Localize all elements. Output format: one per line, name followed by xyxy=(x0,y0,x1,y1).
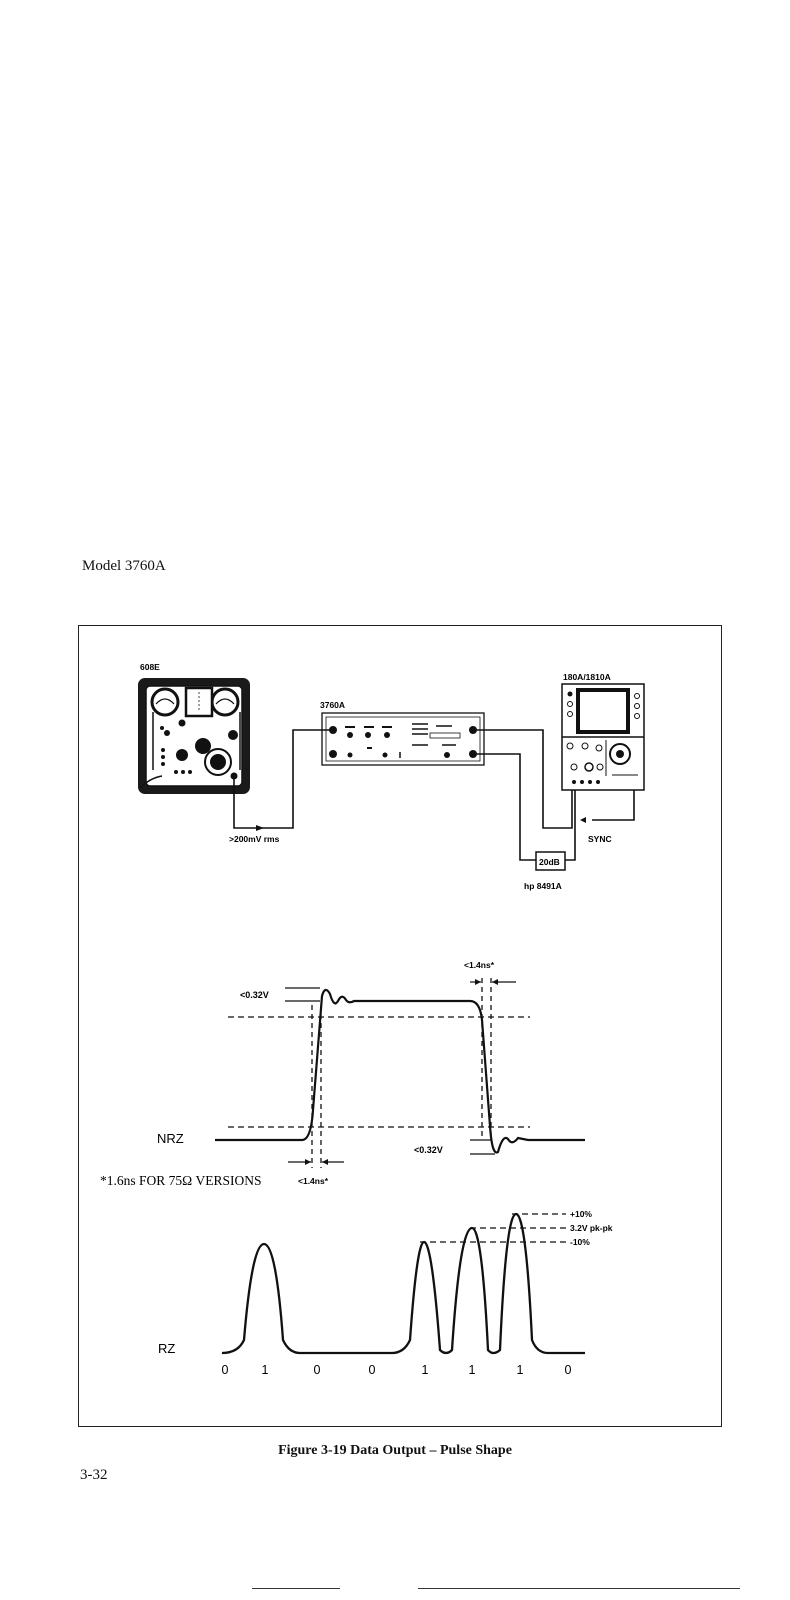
footer-rule xyxy=(252,1588,340,1589)
rz-bit: 1 xyxy=(469,1363,476,1377)
figure-caption: Figure 3-19 Data Output – Pulse Shape xyxy=(278,1443,512,1458)
rz-amplitude-lines xyxy=(420,1213,566,1243)
rz-amplitude-label: 3.2V pk-pk xyxy=(570,1223,613,1233)
nrz-overshoot-top-label: <0.32V xyxy=(240,990,269,1000)
figure-frame xyxy=(78,625,722,1427)
instrument-oscilloscope xyxy=(561,683,645,791)
nrz-reference-lines xyxy=(228,1016,530,1128)
arrow-head xyxy=(492,979,498,985)
label-3760a: 3760A xyxy=(320,700,345,710)
footer-rule xyxy=(418,1588,740,1589)
rz-plus-tolerance-label: +10% xyxy=(570,1209,592,1219)
rz-bit: 0 xyxy=(369,1363,376,1377)
rz-bit-sequence: 0 1 0 0 1 1 1 0 xyxy=(222,1363,572,1377)
arrow-head xyxy=(580,817,586,823)
signal-level-label: >200mV rms xyxy=(229,834,280,844)
nrz-waveform xyxy=(215,988,585,1154)
rz-bit: 0 xyxy=(314,1363,321,1377)
instrument-3760a xyxy=(321,712,485,766)
header-model-label: Model 3760A xyxy=(82,558,166,574)
rz-label: RZ xyxy=(158,1341,175,1356)
rz-bit: 1 xyxy=(262,1363,269,1377)
cabling xyxy=(233,729,635,861)
rz-minus-tolerance-label: -10% xyxy=(570,1237,590,1247)
arrow-head xyxy=(322,1159,328,1165)
rise-time-bottom-label: <1.4ns* xyxy=(298,1176,329,1186)
nrz-footnote: *1.6ns FOR 75Ω VERSIONS xyxy=(100,1173,262,1188)
nrz-label: NRZ xyxy=(157,1131,184,1146)
nrz-timing-markers xyxy=(311,978,492,1168)
arrow-head xyxy=(475,979,481,985)
arrow-head xyxy=(256,825,264,831)
nrz-overshoot-bottom-label: <0.32V xyxy=(414,1145,443,1155)
label-608e: 608E xyxy=(140,662,160,672)
rz-bit: 1 xyxy=(517,1363,524,1377)
rz-waveform xyxy=(221,1212,585,1355)
rz-bit: 0 xyxy=(222,1363,229,1377)
attenuator-box xyxy=(535,851,566,871)
attenuator-value-label: 20dB xyxy=(539,857,560,867)
sync-label: SYNC xyxy=(588,834,612,844)
nrz-overshoot-brackets xyxy=(285,987,495,1155)
rz-bit: 1 xyxy=(422,1363,429,1377)
attenuator-model-label: hp 8491A xyxy=(524,881,562,891)
page-number: 3-32 xyxy=(80,1467,108,1483)
rise-time-top-label: <1.4ns* xyxy=(464,960,495,970)
instrument-608e xyxy=(138,678,250,794)
label-oscilloscope: 180A/1810A xyxy=(563,672,611,682)
arrow-head xyxy=(305,1159,311,1165)
rz-bit: 0 xyxy=(565,1363,572,1377)
